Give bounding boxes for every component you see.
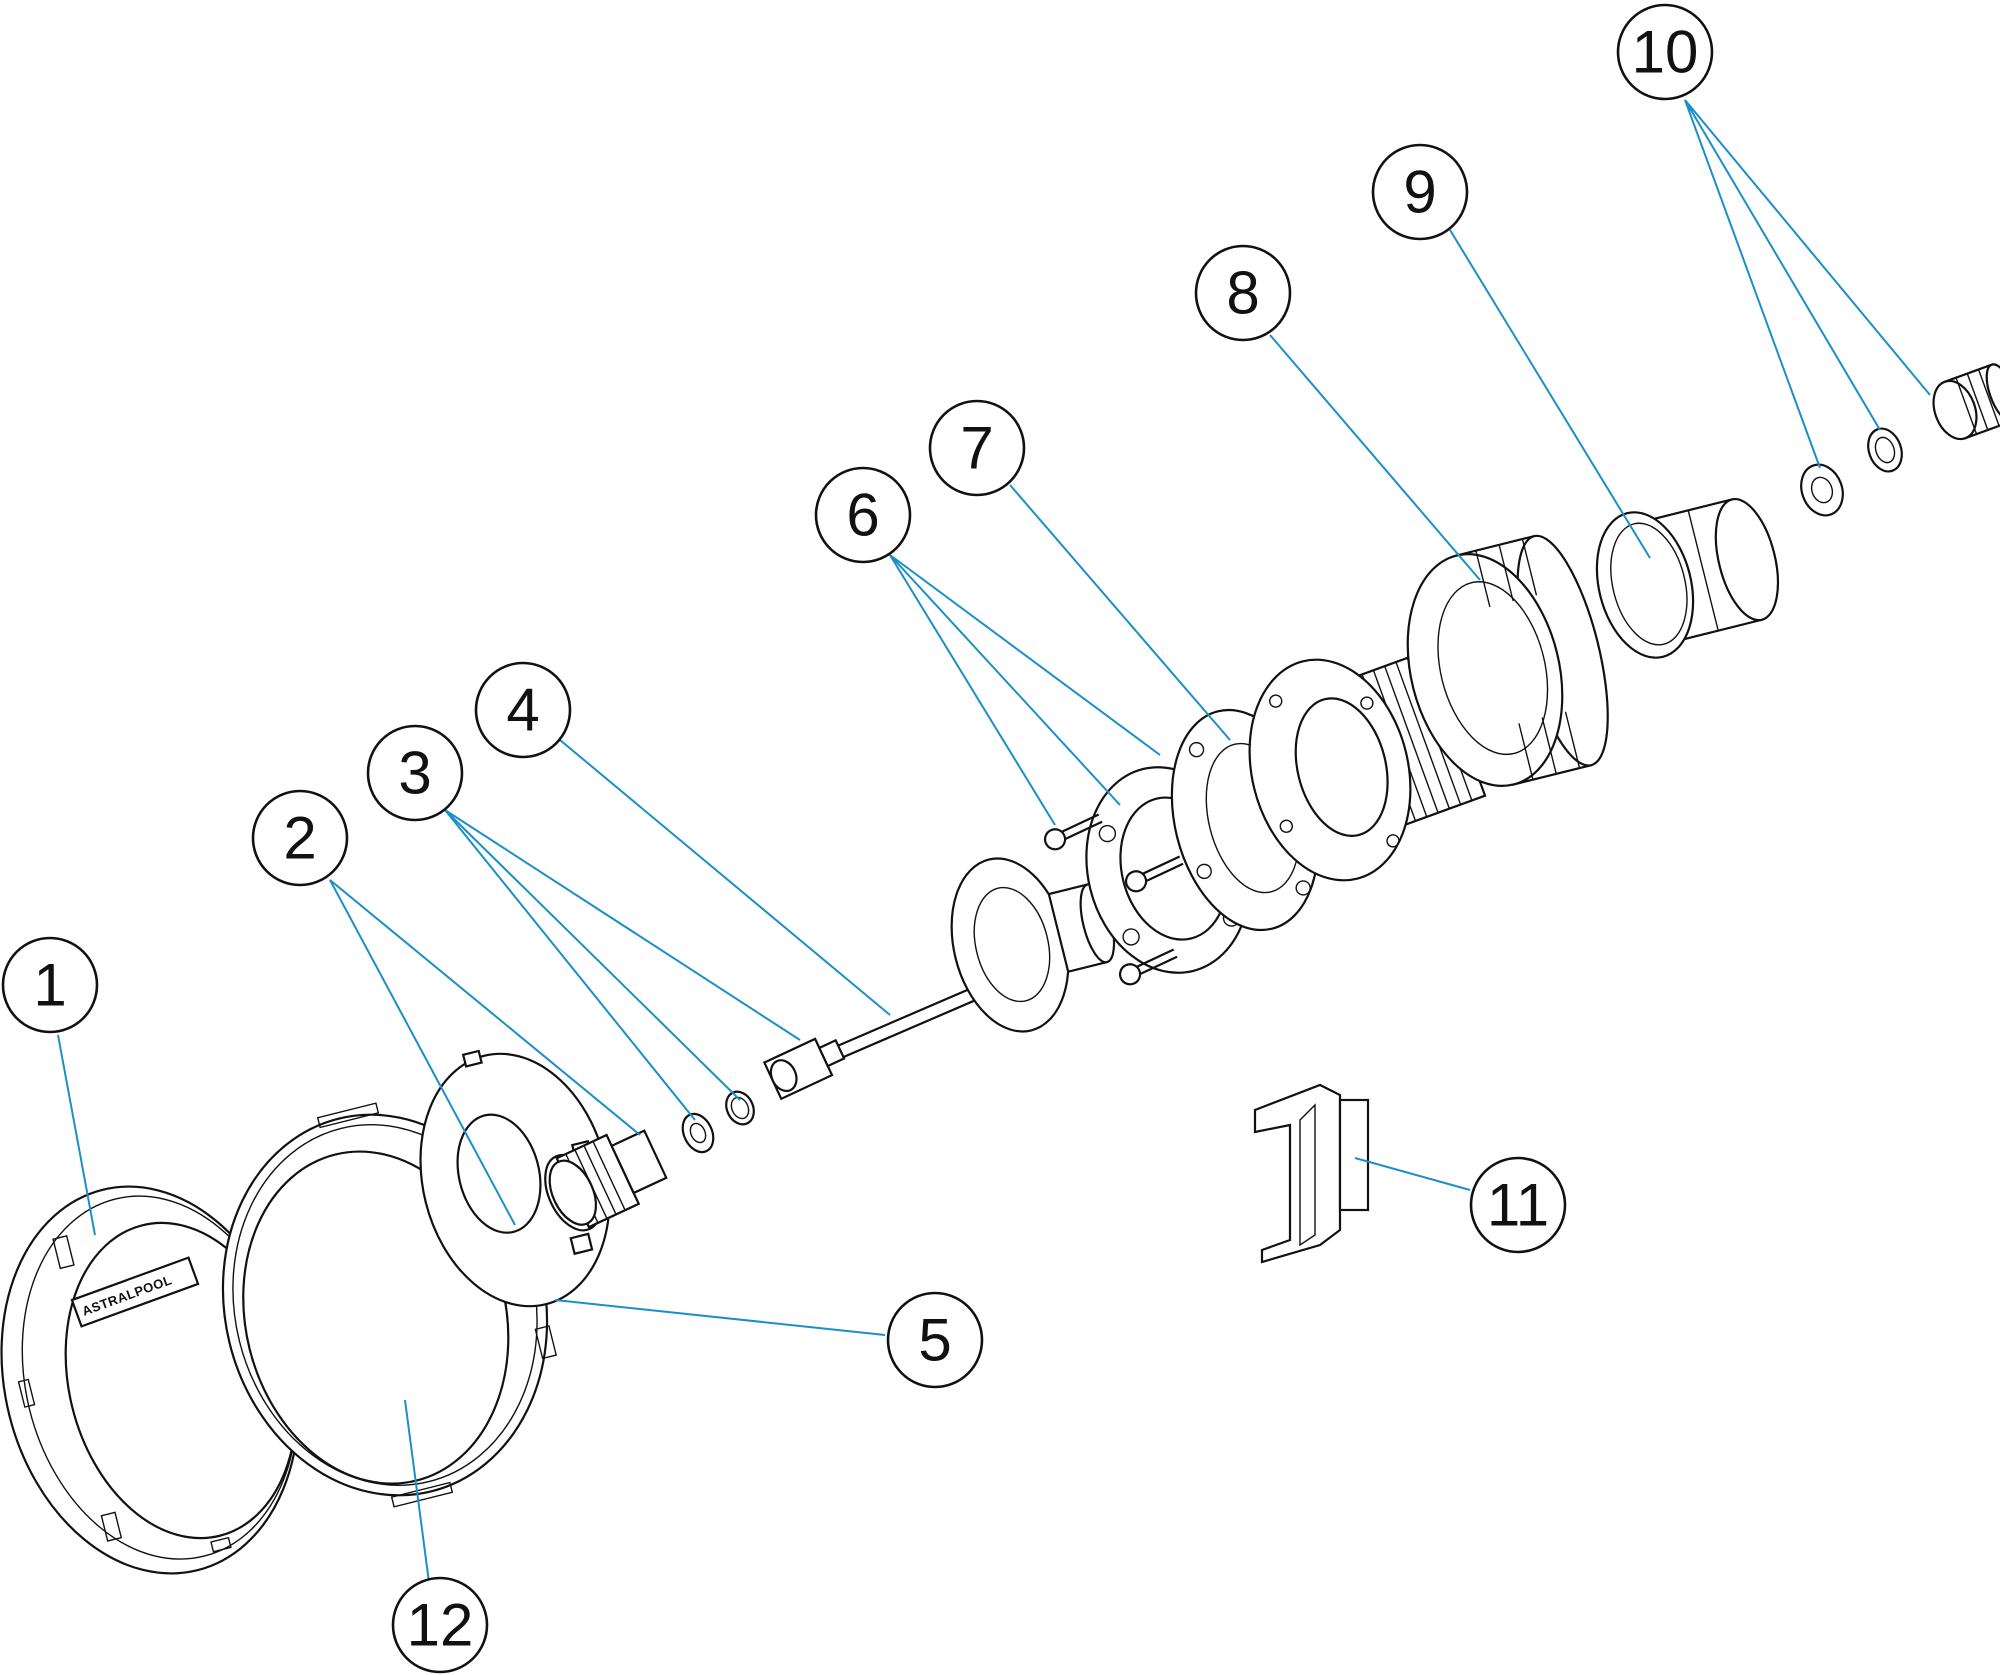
callout-1-label: 1 — [33, 952, 66, 1019]
part-union-nut — [1406, 534, 1609, 787]
callout-11-label: 11 — [1487, 1172, 1549, 1239]
callout-10: 10 — [1616, 3, 1714, 101]
callout-2: 2 — [251, 789, 349, 887]
callout-9: 9 — [1371, 143, 1469, 241]
callout-12-label: 12 — [407, 1592, 474, 1659]
callout-3-label: 3 — [398, 740, 431, 807]
callout-6: 6 — [814, 466, 912, 564]
callout-4-label: 4 — [506, 677, 539, 744]
part-end-fittings — [1800, 363, 2000, 517]
callout-1: 1 — [1, 936, 99, 1034]
leader-lines — [57, 99, 1931, 1591]
callout-9-label: 9 — [1403, 159, 1436, 226]
callout-4: 4 — [474, 661, 572, 759]
callout-7: 7 — [928, 399, 1026, 497]
callout-3: 3 — [366, 724, 464, 822]
part-cable-gland — [544, 1129, 668, 1232]
callout-12: 12 — [391, 1576, 489, 1674]
callout-7-label: 7 — [960, 415, 993, 482]
callout-2-label: 2 — [283, 805, 316, 872]
part-pipe-socket — [1595, 497, 1780, 659]
part-clip — [1253, 1083, 1370, 1264]
part-seal-washers — [681, 1090, 755, 1154]
callout-5: 5 — [886, 1291, 984, 1389]
callout-11: 11 — [1469, 1156, 1567, 1254]
callout-10-label: 10 — [1632, 19, 1699, 86]
callout-5-label: 5 — [918, 1307, 951, 1374]
callout-8: 8 — [1194, 244, 1292, 342]
callout-8-label: 8 — [1226, 260, 1259, 327]
part-niche-flange — [419, 1049, 611, 1308]
callout-6-label: 6 — [846, 482, 879, 549]
